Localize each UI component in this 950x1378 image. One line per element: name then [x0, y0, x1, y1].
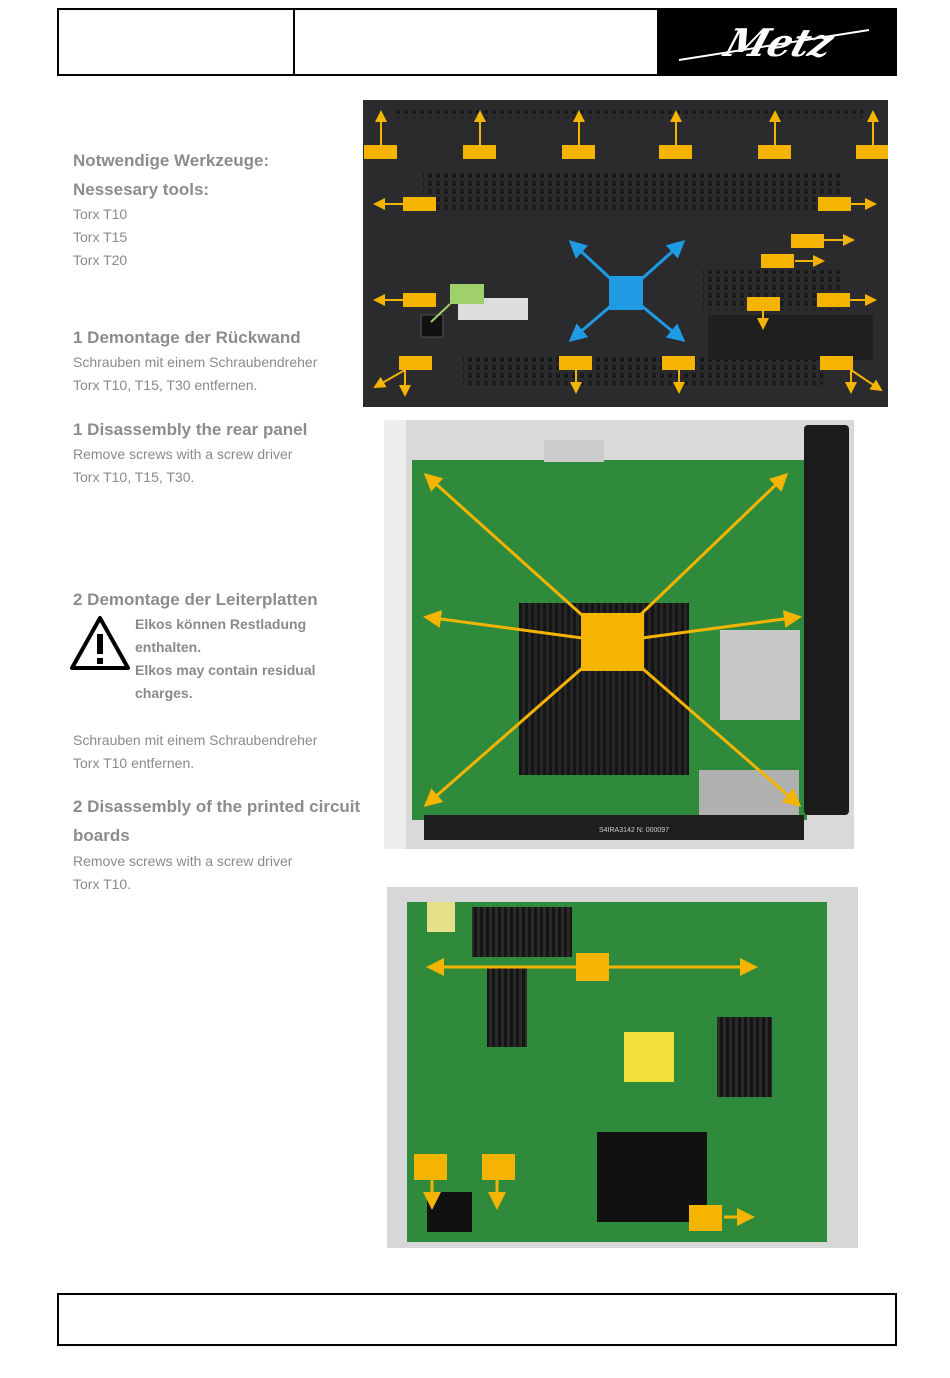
- step1-desc-en: Torx T10, T15, T30.: [73, 469, 195, 485]
- step2-desc-de: Torx T10 entfernen.: [73, 755, 195, 771]
- header-cell-1: [59, 10, 295, 74]
- step1-title-en: 1 Disassembly the rear panel: [73, 420, 308, 439]
- metz-logo: Metz: [657, 10, 895, 74]
- step2-desc-de: Schrauben mit einem Schraubendreher: [73, 732, 318, 748]
- step1-desc-en: Remove screws with a screw driver: [73, 446, 293, 462]
- step2-desc-en: Remove screws with a screw driver: [73, 853, 293, 869]
- step2-title-de: 2 Demontage der Leiterplatten: [73, 590, 318, 609]
- header-cell-2: [295, 10, 662, 74]
- tool-item: Torx T20: [73, 252, 128, 268]
- warning-text: charges.: [135, 685, 193, 701]
- tool-item: Torx T15: [73, 229, 128, 245]
- power-board-photo: [387, 887, 858, 1248]
- tools-title-en: Nessesary tools:: [73, 180, 210, 199]
- warning-icon: [70, 616, 130, 670]
- step1-desc-de: Schrauben mit einem Schraubendreher: [73, 354, 318, 370]
- step2-title-en: 2 Disassembly of the printed circuit: [73, 797, 361, 816]
- header-table: Metz: [57, 8, 897, 76]
- board-label: S4IRA3142 N: 000097: [599, 827, 669, 834]
- step1-title-de: 1 Demontage der Rückwand: [73, 328, 301, 347]
- warning-text: Elkos können Restladung: [135, 616, 307, 632]
- tool-item: Torx T10: [73, 206, 128, 222]
- main-board-photo: S4IRA3142 N: 000097: [384, 420, 854, 849]
- step1-desc-de: Torx T10, T15, T30 entfernen.: [73, 377, 258, 393]
- warning-text: Elkos may contain residual: [135, 662, 316, 678]
- tools-title-de: Notwendige Werkzeuge:: [73, 151, 270, 170]
- warning-text: enthalten.: [135, 639, 202, 655]
- step2-desc-en: Torx T10.: [73, 876, 132, 892]
- footer-box: [57, 1293, 897, 1346]
- step2-title-en: boards: [73, 826, 130, 845]
- rear-panel-photo: [363, 100, 888, 407]
